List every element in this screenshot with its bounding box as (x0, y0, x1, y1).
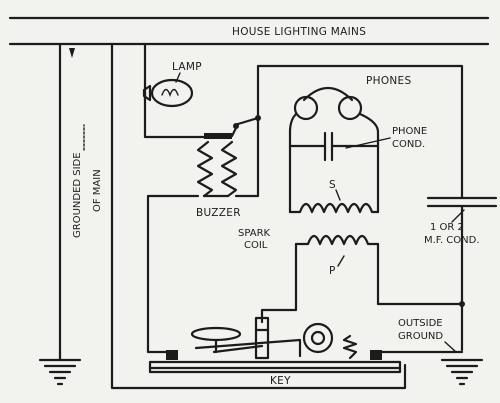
key-label: KEY (270, 375, 291, 387)
outside-ground: OUTSIDE GROUND (398, 318, 484, 386)
mf-condenser: 1 OR 2 M.F. COND. (424, 196, 498, 306)
primary-label: P (329, 265, 336, 277)
spark-coil-primary: P SPARK COIL (238, 228, 380, 277)
phone-cond-label-1: PHONE (392, 126, 427, 137)
outside-ground-label-1: OUTSIDE (398, 318, 443, 329)
lamp-label: LAMP (172, 61, 202, 73)
phone-cond-label-2: COND. (392, 139, 425, 150)
spark-coil-secondary: S (288, 179, 380, 214)
house-lighting-mains: HOUSE LIGHTING MAINS (8, 16, 490, 46)
lamp-icon (142, 78, 194, 108)
phones: PHONES (288, 75, 411, 214)
grounded-side-text: GROUNDED SIDE (72, 152, 83, 238)
mf-cond-label-2: M.F. COND. (424, 235, 480, 246)
spark-coil-label-1: SPARK (238, 228, 271, 239)
telegraph-key: KEY (148, 316, 464, 387)
phone-condenser: PHONE COND. (288, 126, 427, 162)
buzzer: BUZZER (196, 116, 260, 219)
grounded-side-wire (38, 42, 82, 386)
left-ground-symbol (38, 358, 82, 386)
mains-label: HOUSE LIGHTING MAINS (232, 26, 366, 38)
grounded-side-label: GROUNDED SIDE OF MAIN (72, 124, 103, 238)
buzzer-label: BUZZER (196, 207, 241, 219)
outside-ground-label-2: GROUND (398, 331, 443, 342)
mf-cond-label-1: 1 OR 2 (430, 222, 464, 233)
lamp: LAMP (142, 42, 207, 139)
key-return-wire (110, 42, 407, 390)
of-main-text: OF MAIN (92, 169, 103, 212)
secondary-label: S (329, 179, 336, 191)
phones-label: PHONES (366, 75, 411, 87)
spark-coil-label-2: COIL (244, 240, 268, 251)
